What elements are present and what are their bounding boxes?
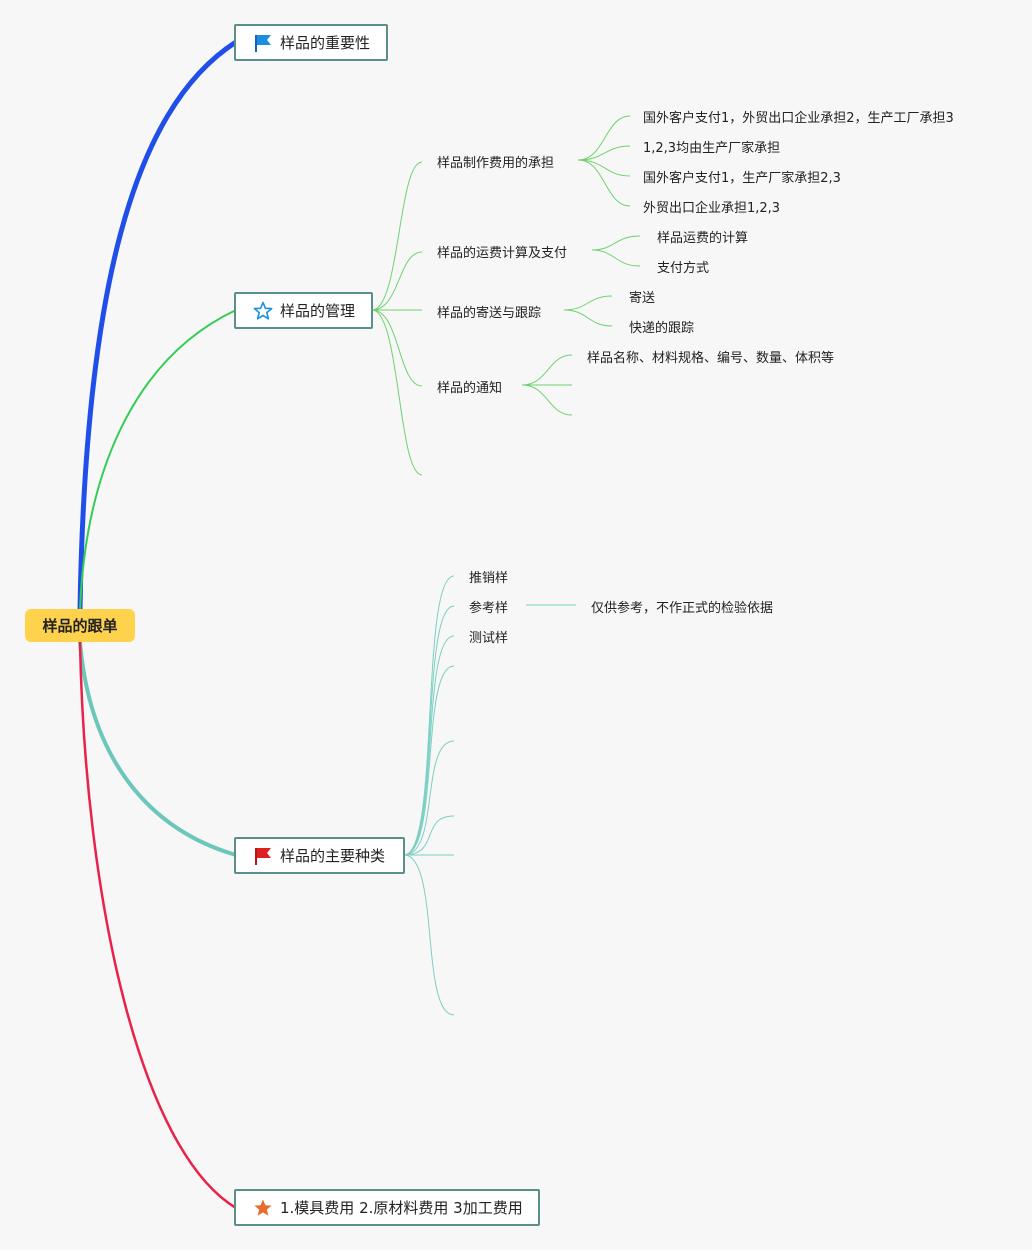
leaf-notice-1[interactable]: 样品名称、材料规格、编号、数量、体积等 (587, 350, 835, 366)
leaf-sending-1[interactable]: 寄送 (629, 290, 656, 306)
leaf-cost-2[interactable]: 1,2,3均由生产厂家承担 (643, 140, 781, 156)
branch-management[interactable]: 样品的管理 (234, 292, 373, 329)
leaf-freight-2[interactable]: 支付方式 (657, 260, 710, 276)
orange-star-icon (252, 1197, 274, 1219)
subtopic-freight[interactable]: 样品的运费计算及支付 (437, 245, 568, 261)
root-topic[interactable]: 样品的跟单 (25, 609, 135, 642)
connector-importance (77, 39, 238, 611)
subtopic-sending[interactable]: 样品的寄送与跟踪 (437, 305, 542, 321)
leaf-type-3[interactable]: 测试样 (469, 630, 509, 646)
branch-types[interactable]: 样品的主要种类 (234, 837, 405, 874)
leaf-type-1[interactable]: 推销样 (469, 570, 509, 586)
branch-importance[interactable]: 样品的重要性 (234, 24, 388, 61)
branch-costs-label: 1.模具费用 2.原材料费用 3加工费用 (280, 1199, 523, 1217)
branch-management-label: 样品的管理 (280, 302, 356, 320)
branch-types-label: 样品的主要种类 (280, 847, 386, 865)
branch-costs[interactable]: 1.模具费用 2.原材料费用 3加工费用 (234, 1189, 540, 1226)
leaf-type-2[interactable]: 参考样 (469, 600, 509, 616)
star-outline-icon (252, 300, 274, 322)
connector-management (79, 309, 237, 611)
branch-importance-label: 样品的重要性 (280, 34, 371, 52)
leaf-cost-4[interactable]: 外贸出口企业承担1,2,3 (643, 200, 781, 216)
subtopic-notice[interactable]: 样品的通知 (437, 380, 503, 396)
connector-types (78, 641, 237, 857)
blue-flag-icon (252, 32, 274, 54)
leaf-reference-note[interactable]: 仅供参考，不作正式的检验依据 (591, 600, 774, 616)
leaf-freight-1[interactable]: 样品运费的计算 (657, 230, 749, 246)
red-flag-icon (252, 845, 274, 867)
leaf-cost-3[interactable]: 国外客户支付1，生产厂家承担2,3 (643, 170, 841, 186)
subtopic-cost[interactable]: 样品制作费用的承担 (437, 155, 555, 171)
connector-costs (78, 641, 237, 1210)
leaf-sending-2[interactable]: 快递的跟踪 (629, 320, 695, 336)
leaf-cost-1[interactable]: 国外客户支付1，外贸出口企业承担2，生产工厂承担3 (643, 110, 954, 126)
